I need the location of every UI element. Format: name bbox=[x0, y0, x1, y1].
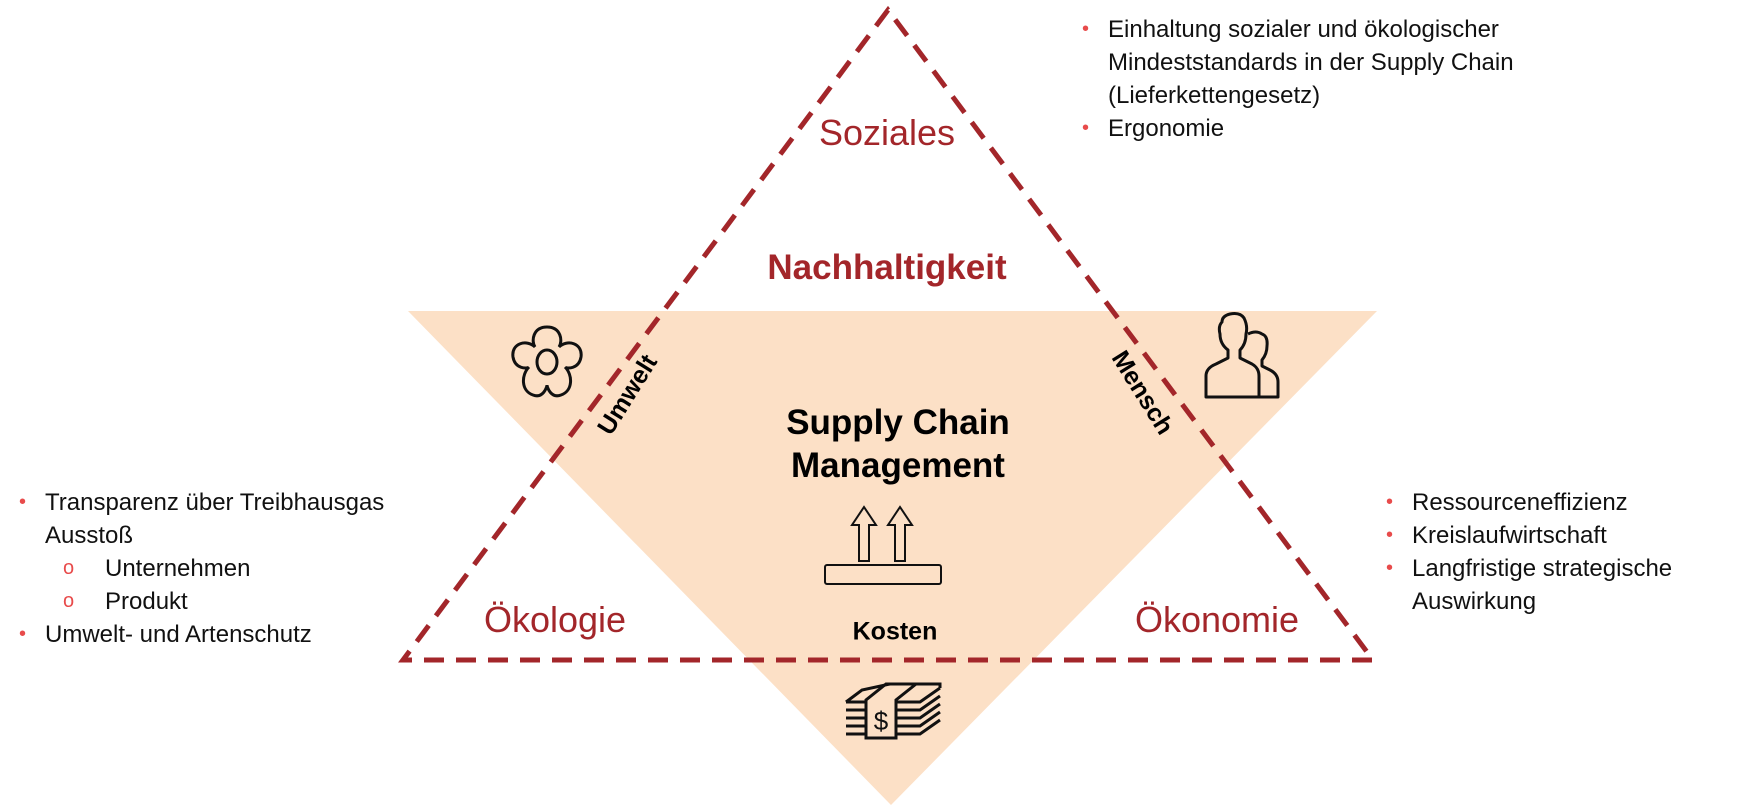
bullet-icon: • bbox=[1386, 557, 1394, 579]
label-soziales: Soziales bbox=[818, 112, 956, 153]
scm-title: Supply Chain Management bbox=[786, 401, 1010, 487]
list-item-continuation: (Lieferkettengesetz) bbox=[1108, 82, 1321, 109]
sub-list-item: o Produkt bbox=[19, 585, 384, 618]
list-item-text: Produkt bbox=[105, 588, 188, 615]
bullet-icon: • bbox=[1386, 524, 1394, 546]
list-item-text: Einhaltung sozialer und ökologischer bbox=[1108, 16, 1499, 43]
list-item: • Umwelt- und Artenschutz bbox=[19, 618, 384, 651]
list-item: • Langfristige strategische bbox=[1386, 552, 1672, 585]
list-item-continuation: Ausstoß bbox=[45, 522, 134, 549]
sub-bullet-icon: o bbox=[63, 590, 75, 612]
flower-icon bbox=[511, 325, 583, 398]
label-oekonomie: Ökonomie bbox=[1134, 599, 1300, 640]
list-item-text: Transparenz über Treibhausgas bbox=[45, 489, 385, 516]
list-item: • Ergonomie bbox=[1082, 112, 1514, 145]
list-item-text: Unternehmen bbox=[105, 555, 251, 582]
bullet-icon: • bbox=[1082, 117, 1090, 139]
list-item: • Einhaltung sozialer und ökologischer bbox=[1082, 13, 1514, 46]
list-item-text: Ergonomie bbox=[1108, 115, 1225, 142]
list-item: • Kreislaufwirtschaft bbox=[1386, 519, 1672, 552]
bullet-icon: • bbox=[19, 623, 27, 645]
ecology-list: • Transparenz über Treibhausgas Ausstoß o… bbox=[19, 486, 384, 651]
people-icon bbox=[1204, 312, 1280, 399]
bullet-icon: • bbox=[1082, 18, 1090, 40]
sustainability-triangle bbox=[398, 5, 1378, 663]
inverted-triangle-scm bbox=[408, 311, 1377, 805]
bullet-icon: • bbox=[1386, 491, 1394, 513]
svg-text:$: $ bbox=[874, 706, 889, 736]
list-item-text: Ressourceneffizienz bbox=[1412, 489, 1628, 516]
list-item-continuation: Mindeststandards in der Supply Chain bbox=[1108, 49, 1514, 76]
label-kosten: Kosten bbox=[852, 617, 938, 646]
social-list: • Einhaltung sozialer und ökologischer Mi… bbox=[1082, 13, 1514, 145]
list-item-text: Kreislaufwirtschaft bbox=[1412, 522, 1607, 549]
bullet-icon: • bbox=[19, 491, 27, 513]
list-item-continuation: Auswirkung bbox=[1412, 588, 1537, 615]
list-item: • Ressourceneffizienz bbox=[1386, 486, 1672, 519]
money-icon: $ bbox=[845, 682, 942, 740]
label-nachhaltigkeit: Nachhaltigkeit bbox=[767, 248, 1007, 287]
list-item-text: Langfristige strategische bbox=[1412, 555, 1673, 582]
list-item-text: Umwelt- und Artenschutz bbox=[45, 621, 312, 648]
economy-list: • Ressourceneffizienz • Kreislaufwirtschaf… bbox=[1386, 486, 1672, 618]
sub-list-item: o Unternehmen bbox=[19, 552, 384, 585]
arrows-up-icon bbox=[824, 505, 942, 585]
label-oekologie: Ökologie bbox=[483, 599, 627, 640]
scm-title-line2: Management bbox=[791, 446, 1005, 485]
list-item: • Transparenz über Treibhausgas bbox=[19, 486, 384, 519]
scm-title-line1: Supply Chain bbox=[786, 403, 1010, 442]
sub-bullet-icon: o bbox=[63, 557, 75, 579]
